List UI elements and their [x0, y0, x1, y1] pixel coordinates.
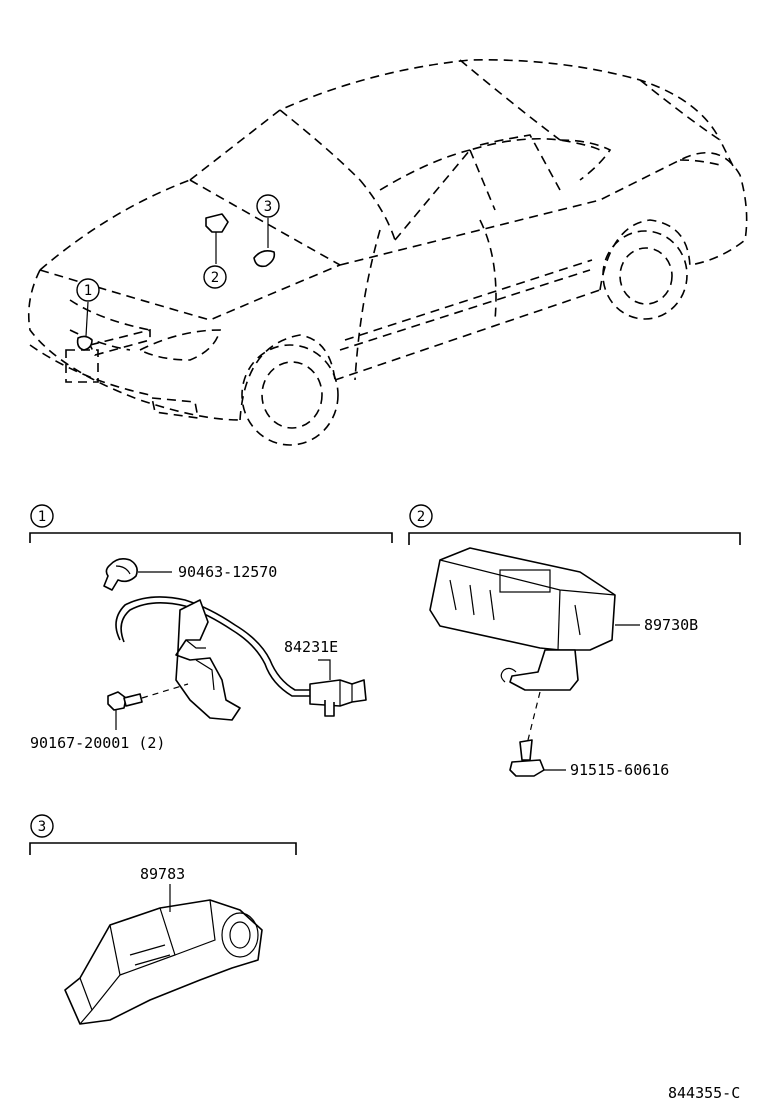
clip-90463: 90463-12570 [103, 558, 277, 591]
car-part-1-marker [76, 301, 93, 351]
callout-3: 3 [256, 194, 280, 218]
bolt-90167: 90167-20001 (2) [30, 683, 189, 752]
figure-reference: 844355-C [668, 1084, 740, 1102]
car-part-2-marker [205, 213, 229, 264]
part-label-89730B: 89730B [644, 616, 698, 634]
car-outline [27, 59, 748, 446]
part-label-90463: 90463-12570 [178, 563, 277, 581]
part-label-84231E: 84231E [284, 638, 338, 656]
screw-91515: 91515-60616 [509, 691, 669, 779]
svg-text:1: 1 [84, 283, 92, 299]
section-1-header: 1 [29, 504, 393, 543]
part-label-89783: 89783 [140, 865, 185, 883]
section-2-header: 2 [408, 504, 741, 545]
sensor-harness-84231E: 84231E [115, 596, 367, 721]
svg-text:1: 1 [38, 509, 46, 525]
svg-text:2: 2 [417, 509, 425, 525]
section-3-header: 3 [29, 814, 297, 855]
callout-1: 1 [76, 278, 100, 302]
svg-text:2: 2 [211, 270, 219, 286]
svg-text:3: 3 [264, 199, 272, 215]
part-label-90167: 90167-20001 (2) [30, 734, 165, 752]
part-label-91515: 91515-60616 [570, 761, 669, 779]
control-module-89730B: 89730B [429, 547, 698, 691]
callout-2: 2 [203, 265, 227, 289]
car-part-3-marker [253, 218, 276, 268]
svg-text:3: 3 [38, 819, 46, 835]
sensor-89783: 89783 [64, 865, 263, 1025]
